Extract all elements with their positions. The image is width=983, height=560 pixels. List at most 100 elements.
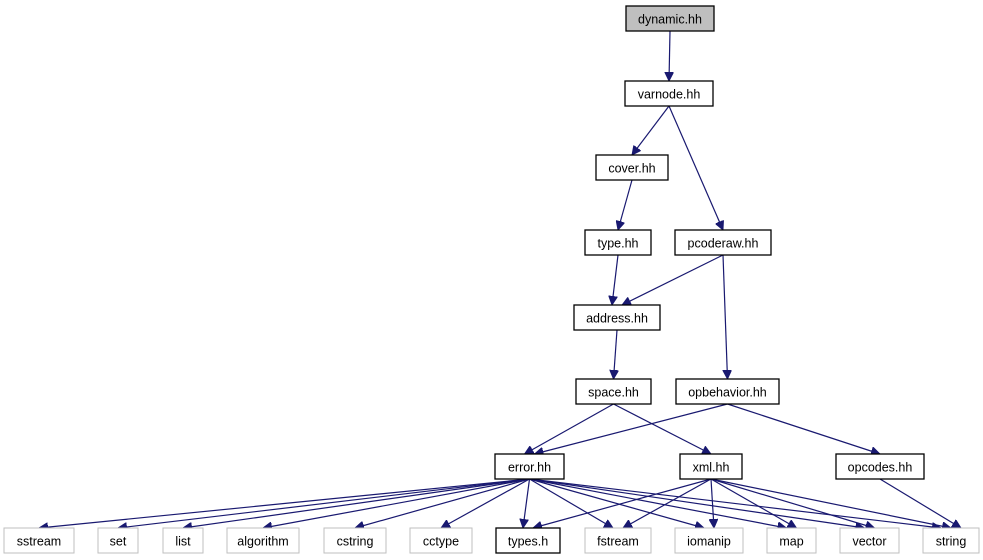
edge-error-to-set bbox=[118, 478, 530, 528]
node-label: set bbox=[110, 535, 127, 549]
edge-varnode-to-pcoderaw bbox=[668, 105, 723, 230]
node-label: opbehavior.hh bbox=[688, 386, 767, 400]
node-box bbox=[922, 527, 980, 554]
node-label: type.hh bbox=[597, 237, 638, 251]
node-label: error.hh bbox=[508, 461, 551, 475]
edge-error-to-fstream bbox=[529, 478, 614, 529]
node-space[interactable]: space.hh bbox=[575, 378, 652, 405]
node-cstring: cstring bbox=[323, 527, 387, 554]
edge-opbehavior-to-opcodes bbox=[727, 403, 881, 454]
edge-space-to-xml bbox=[613, 403, 712, 455]
node-box bbox=[835, 453, 925, 480]
edge-error-to-algorithm bbox=[263, 478, 530, 528]
edge-type-to-address bbox=[612, 254, 619, 305]
node-map: map bbox=[766, 527, 817, 554]
node-label: vector bbox=[852, 535, 886, 549]
node-label: cstring bbox=[337, 535, 374, 549]
edge-opbehavior-to-error bbox=[535, 403, 728, 454]
edge-xml-to-string bbox=[710, 478, 951, 528]
node-box bbox=[97, 527, 139, 554]
edge-error-to-map bbox=[529, 478, 787, 528]
node-label: space.hh bbox=[588, 386, 639, 400]
node-label: dynamic.hh bbox=[638, 13, 702, 27]
node-cover[interactable]: cover.hh bbox=[595, 154, 669, 181]
node-box bbox=[679, 453, 743, 480]
node-label: sstream bbox=[17, 535, 61, 549]
edge-error-to-list bbox=[183, 478, 530, 528]
node-label: fstream bbox=[597, 535, 639, 549]
node-label: varnode.hh bbox=[638, 88, 701, 102]
edge-pcoderaw-to-opbehavior bbox=[722, 254, 728, 379]
node-iomanip: iomanip bbox=[674, 527, 744, 554]
edge-varnode-to-cover bbox=[632, 105, 670, 155]
edge-error-to-sstream bbox=[39, 478, 530, 528]
node-error[interactable]: error.hh bbox=[494, 453, 565, 480]
node-string: string bbox=[922, 527, 980, 554]
node-label: cctype bbox=[423, 535, 459, 549]
node-address[interactable]: address.hh bbox=[573, 304, 661, 331]
node-box bbox=[584, 527, 652, 554]
node-label: types.h bbox=[508, 535, 548, 549]
node-box bbox=[409, 527, 473, 554]
node-box bbox=[674, 229, 772, 256]
node-label: list bbox=[175, 535, 191, 549]
node-type[interactable]: type.hh bbox=[584, 229, 652, 256]
node-label: algorithm bbox=[237, 535, 288, 549]
edge-dynamic-to-varnode bbox=[669, 30, 670, 81]
node-label: pcoderaw.hh bbox=[688, 237, 759, 251]
nodes-layer: dynamic.hh varnode.hh cover.hh type.hh pcode… bbox=[3, 5, 980, 554]
node-box bbox=[323, 527, 387, 554]
edge-error-to-iomanip bbox=[529, 478, 705, 528]
node-box bbox=[674, 527, 744, 554]
node-label: string bbox=[936, 535, 967, 549]
node-box bbox=[675, 378, 780, 405]
node-cctype: cctype bbox=[409, 527, 473, 554]
edge-opcodes-to-string bbox=[879, 478, 961, 528]
node-xml[interactable]: xml.hh bbox=[679, 453, 743, 480]
node-vector: vector bbox=[839, 527, 900, 554]
node-box bbox=[839, 527, 900, 554]
node-label: opcodes.hh bbox=[848, 461, 913, 475]
node-box bbox=[766, 527, 817, 554]
edge-address-to-space bbox=[614, 329, 618, 379]
node-opbehavior[interactable]: opbehavior.hh bbox=[675, 378, 780, 405]
edge-pcoderaw-to-address bbox=[622, 254, 724, 306]
edge-error-to-typesh bbox=[523, 478, 531, 528]
node-opcodes[interactable]: opcodes.hh bbox=[835, 453, 925, 480]
node-box bbox=[573, 304, 661, 331]
node-label: iomanip bbox=[687, 535, 731, 549]
node-box bbox=[495, 527, 561, 554]
edge-error-to-cctype bbox=[441, 478, 530, 529]
node-dynamic[interactable]: dynamic.hh bbox=[625, 5, 715, 32]
node-box bbox=[624, 80, 714, 107]
node-box bbox=[162, 527, 204, 554]
edge-xml-to-iomanip bbox=[711, 478, 714, 528]
edge-cover-to-type bbox=[618, 179, 633, 230]
node-sstream: sstream bbox=[3, 527, 75, 554]
node-label: address.hh bbox=[586, 312, 648, 326]
node-box bbox=[575, 378, 652, 405]
node-algorithm: algorithm bbox=[226, 527, 300, 554]
node-varnode[interactable]: varnode.hh bbox=[624, 80, 714, 107]
node-box bbox=[595, 154, 669, 181]
node-pcoderaw[interactable]: pcoderaw.hh bbox=[674, 229, 772, 256]
node-box bbox=[226, 527, 300, 554]
node-list: list bbox=[162, 527, 204, 554]
edge-xml-to-fstream bbox=[623, 478, 712, 529]
node-box bbox=[625, 5, 715, 32]
edge-space-to-error bbox=[525, 403, 614, 455]
edge-xml-to-vector bbox=[710, 478, 875, 528]
edge-xml-to-map bbox=[710, 478, 797, 529]
edge-error-to-cstring bbox=[355, 478, 530, 528]
edges-layer bbox=[39, 30, 961, 529]
edge-error-to-vector bbox=[529, 478, 865, 528]
node-box bbox=[494, 453, 565, 480]
node-box bbox=[584, 229, 652, 256]
node-fstream: fstream bbox=[584, 527, 652, 554]
edge-error-to-string bbox=[529, 478, 942, 528]
node-label: cover.hh bbox=[608, 162, 655, 176]
node-typesh[interactable]: types.h bbox=[495, 527, 561, 554]
edge-xml-to-typesh bbox=[533, 478, 712, 528]
node-label: xml.hh bbox=[693, 461, 730, 475]
